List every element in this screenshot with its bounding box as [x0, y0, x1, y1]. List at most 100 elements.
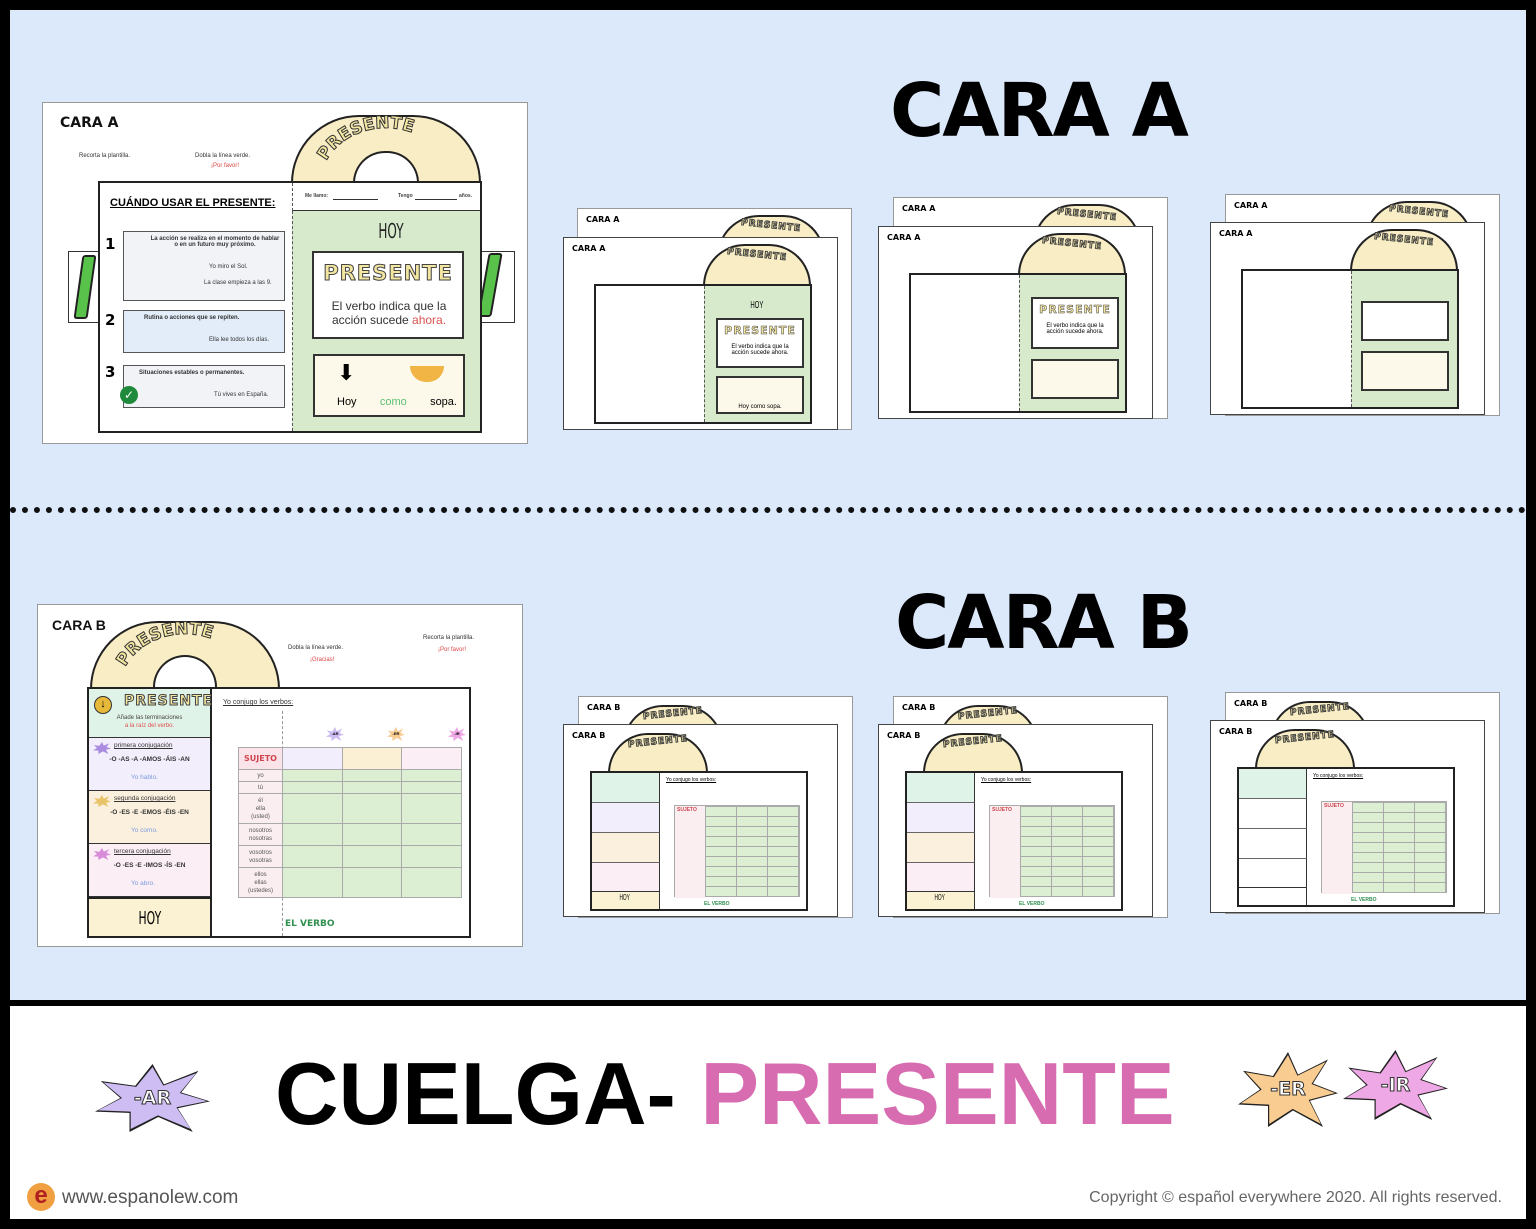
- verb-cell[interactable]: [341, 845, 403, 868]
- verb-cell[interactable]: [401, 781, 462, 794]
- thumb-box-title: PRESENTE: [1039, 303, 1111, 317]
- thumb-hoy-block: [1239, 887, 1307, 905]
- conjugation-example: Yo hablo.: [131, 774, 158, 781]
- item-number: 3: [105, 363, 116, 381]
- item-number: 1: [105, 235, 116, 253]
- hoy-label: HOY: [89, 897, 210, 936]
- thumb-hoy: HOY: [934, 893, 945, 902]
- name-field[interactable]: Me llamo:: [305, 193, 329, 199]
- thumb-side-block: [907, 863, 975, 893]
- thumb-side-block: [592, 773, 660, 803]
- left-column: PRESENTE ↓ Añade las terminaciones a la …: [89, 689, 213, 936]
- verb-cell[interactable]: [341, 823, 403, 846]
- thumb-subject-col: [675, 806, 705, 898]
- thumb-box-text: El verbo indica que la acción sucede aho…: [731, 344, 789, 356]
- verb-cell[interactable]: [282, 781, 343, 794]
- verb-cell[interactable]: [401, 867, 462, 898]
- verb-cell[interactable]: [341, 769, 403, 782]
- age-field[interactable]: Tengo: [398, 193, 413, 199]
- verb-cell[interactable]: [341, 867, 403, 898]
- thumb-label: CARA A: [902, 204, 936, 213]
- subject-cell: nosotros nosotras: [238, 823, 283, 846]
- verb-cell[interactable]: [401, 845, 462, 868]
- thumb-heading: Yo conjugo los verbos:: [981, 777, 1032, 783]
- thumb-hoy: HOY: [750, 300, 764, 311]
- fold-thanks: ¡Gracias!: [310, 657, 335, 663]
- table-footer: EL VERBO: [285, 919, 335, 929]
- fold-note: Dobla la línea verde.: [195, 153, 251, 159]
- table-row: ellos ellas (ustedes): [238, 867, 462, 898]
- thumb-label: CARA A: [887, 233, 921, 242]
- presente-box: PRESENTE El verbo indica que la acción s…: [312, 251, 464, 339]
- side-highlight: a la raíz del verbo.: [124, 723, 175, 729]
- thumb-label: CARA B: [587, 703, 621, 712]
- thumb-label: CARA B: [887, 731, 921, 740]
- conjugation-endings: -O -ES -E -EMOS -ÉIS -EN: [110, 809, 189, 816]
- verb-cell[interactable]: [341, 793, 403, 824]
- thumb-side-block: [907, 833, 975, 863]
- arch-title: PRESENTE: [112, 621, 216, 670]
- thumb-subject-col: [1322, 802, 1352, 894]
- presente-header: PRESENTE ↓ Añade las terminaciones a la …: [89, 689, 213, 738]
- website-link[interactable]: www.espanolew.com: [62, 1187, 239, 1208]
- checkmark-icon: ✓: [120, 386, 138, 404]
- hoy-label: HOY: [378, 219, 404, 243]
- thumb-example: Hoy como sopa.: [738, 404, 782, 410]
- thumb-side-block: [907, 803, 975, 833]
- badge-er: -ER: [387, 727, 405, 741]
- example-word: sopa.: [430, 396, 457, 408]
- verb-cell[interactable]: [401, 823, 462, 846]
- header-cell: [401, 747, 462, 770]
- copyright: Copyright © español everywhere 2020. All…: [1089, 1189, 1502, 1206]
- thumb-frame: [1241, 269, 1459, 409]
- conjugation-name: segunda conjugación: [114, 795, 176, 802]
- thumb-side-block: [592, 863, 660, 893]
- arch-title: PRESENTE: [313, 115, 417, 164]
- verb-cell[interactable]: [282, 867, 343, 898]
- usage-item-1: La acción se realiza en el momento de ha…: [123, 231, 285, 301]
- cut-note: Recorta la plantilla.: [423, 635, 475, 641]
- item-text: Rutina o acciones que se repiten.: [144, 315, 240, 321]
- section-title-cara-a: CARA A: [890, 68, 1189, 154]
- thumb-grid: SUJETO: [989, 805, 1115, 898]
- box-highlight: ahora.: [412, 313, 447, 327]
- verb-cell[interactable]: [341, 781, 403, 794]
- burst-icon: [93, 742, 111, 754]
- box-title: PRESENTE: [323, 261, 453, 286]
- verb-cell[interactable]: [401, 769, 462, 782]
- thumb-side-block: [1239, 859, 1307, 889]
- example-word: Hoy: [337, 396, 357, 408]
- thumb-grid: SUJETO: [674, 805, 800, 898]
- template-frame: PRESENTE ↓ Añade las terminaciones a la …: [87, 687, 471, 938]
- verb-cell[interactable]: [282, 793, 343, 824]
- conjugation-endings: -O -ES -E -IMOS -ÍS -EN: [113, 862, 186, 869]
- conjugation-example: Yo como.: [131, 827, 158, 834]
- table-row: yo: [238, 769, 462, 782]
- svg-text:PRESENTE: PRESENTE: [314, 115, 417, 164]
- table-row: nosotros nosotras: [238, 823, 462, 846]
- verb-cell[interactable]: [401, 793, 462, 824]
- verb-cell[interactable]: [282, 845, 343, 868]
- item-number: 2: [105, 311, 116, 329]
- usage-item-2: Rutina o acciones que se repiten. Ella l…: [123, 310, 285, 353]
- verb-cell[interactable]: [282, 769, 343, 782]
- arrow-down-icon: ↓: [94, 696, 112, 714]
- arrow-down-icon: ⬇: [337, 360, 356, 385]
- thumb-side-block: [907, 773, 975, 803]
- burst-icon: [93, 848, 111, 860]
- card-cara-b: PRESENTE CARA B Dobla la línea verde. ¡G…: [37, 604, 523, 947]
- table-heading: Yo conjugo los verbos:: [223, 699, 294, 706]
- verb-cell[interactable]: [282, 823, 343, 846]
- banner-title-black: CUELGA-: [275, 1044, 676, 1143]
- thumb-heading: Yo conjugo los verbos:: [666, 777, 717, 783]
- thumb-label: CARA A: [1219, 229, 1253, 238]
- side-text: Añade las terminaciones: [116, 715, 183, 721]
